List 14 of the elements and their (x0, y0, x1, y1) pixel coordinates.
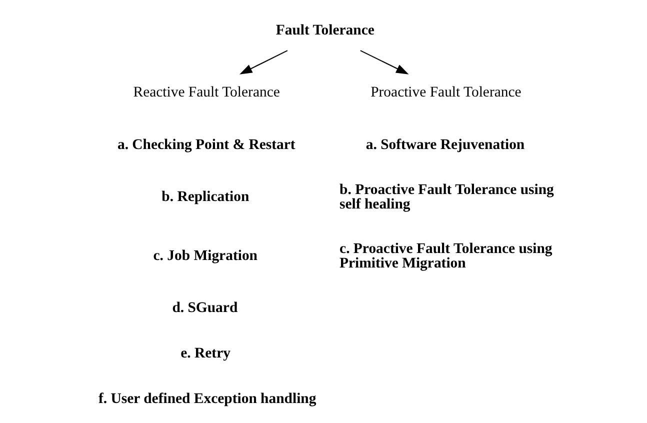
arrow (360, 50, 409, 74)
node-text: Fault Tolerance (276, 22, 374, 38)
arrow (240, 50, 288, 74)
label: a. Software Rejuvenation (366, 137, 525, 154)
label: f. User defined Exception handling (98, 390, 316, 407)
label: d. SGuard (172, 300, 238, 316)
label: e. Retry (180, 345, 230, 362)
label: b. Replication (162, 189, 250, 206)
label: c. Job Migration (153, 248, 258, 264)
label: c. Proactive Fault Tolerance using Primitive Migration (340, 240, 552, 272)
label: a. Checking Point & Restart (117, 137, 296, 154)
label: b. Proactive Fault Tolerance using self healing (340, 182, 554, 213)
node-text: Proactive Fault Tolerance (370, 84, 522, 100)
node-text: Reactive Fault Tolerance (133, 84, 280, 100)
